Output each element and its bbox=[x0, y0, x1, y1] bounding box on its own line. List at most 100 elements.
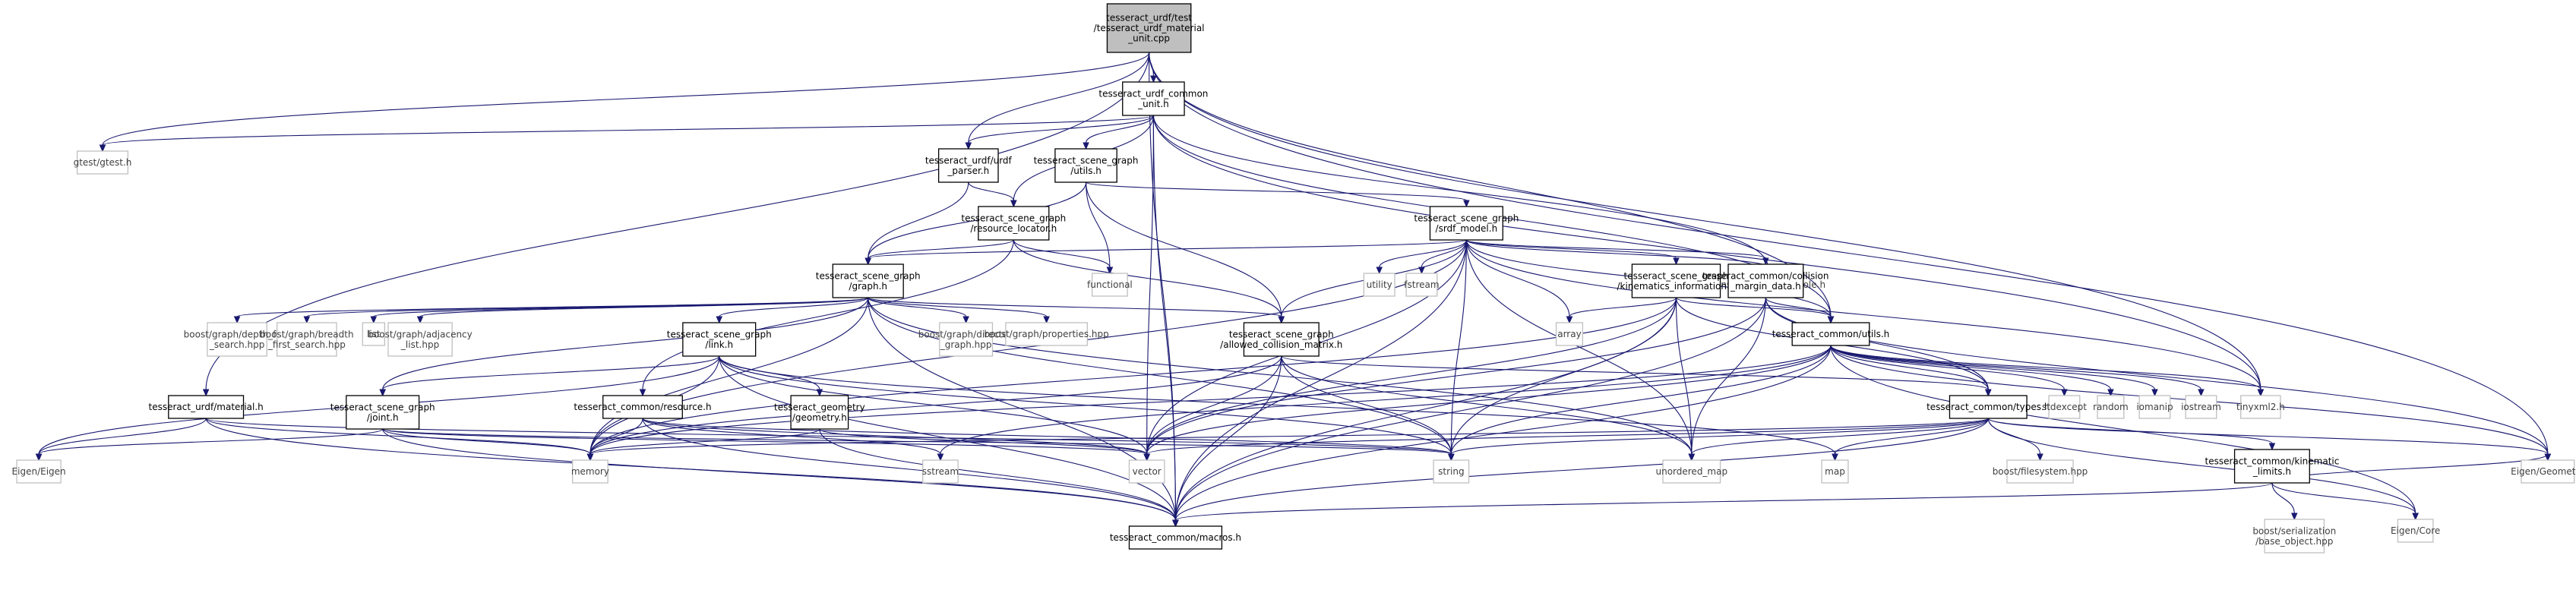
node-eigen-core[interactable]: Eigen/Core bbox=[2391, 519, 2440, 543]
node-stdexcept[interactable]: stdexcept bbox=[2042, 395, 2087, 419]
edge-line bbox=[642, 239, 1014, 390]
node-root[interactable]: tesseract_urdf/test/tesseract_urdf_mater… bbox=[1094, 3, 1205, 53]
node-geometry[interactable]: tesseract_geometry/geometry.h bbox=[774, 395, 865, 430]
node-collision-margin[interactable]: tesseract_common/collision_margin_data.h bbox=[1702, 263, 1829, 298]
node-label: /graph.h bbox=[849, 281, 887, 292]
edge-joint-to-memory bbox=[382, 428, 594, 462]
edge-arrowhead bbox=[586, 453, 594, 462]
edge-line bbox=[1569, 297, 1677, 317]
node-vector[interactable]: vector bbox=[1128, 459, 1165, 484]
node-box bbox=[1433, 459, 1470, 484]
node-joint[interactable]: tesseract_scene_graph/joint.h bbox=[330, 395, 435, 430]
node-types[interactable]: tesseract_common/types.h bbox=[1926, 395, 2050, 419]
node-label: boost/graph/directed bbox=[918, 329, 1014, 339]
node-kin-info[interactable]: tesseract_scene_graph/kinematics_informa… bbox=[1617, 263, 1736, 298]
node-urdf-parser[interactable]: tesseract_urdf/urdf_parser.h bbox=[925, 148, 1013, 183]
edge-resource-locator-to-functional bbox=[1013, 239, 1114, 275]
node-memory[interactable]: memory bbox=[571, 459, 609, 484]
node-adjacency[interactable]: boost/graph/adjacency_list.hpp bbox=[368, 322, 473, 357]
node-sg-utils[interactable]: tesseract_scene_graph/utils.h bbox=[1034, 148, 1139, 183]
edge-arrowhead bbox=[416, 316, 424, 324]
edge-line bbox=[1830, 345, 2262, 390]
edge-arrowhead bbox=[1832, 453, 1838, 462]
node-eigen-geometry[interactable]: Eigen/Geometry bbox=[2511, 459, 2576, 484]
node-functional[interactable]: functional bbox=[1087, 273, 1133, 297]
edge-collision-margin-to-eigen-geometry bbox=[1765, 297, 2552, 462]
node-serialization[interactable]: boost/serialization/base_object.hpp bbox=[2252, 519, 2336, 554]
node-label: boost/filesystem.hpp bbox=[1993, 466, 2088, 477]
node-graph[interactable]: tesseract_scene_graph/graph.h bbox=[816, 263, 921, 298]
node-macros[interactable]: tesseract_common/macros.h bbox=[1110, 525, 1241, 550]
edge-line bbox=[1086, 115, 1154, 144]
node-srdf-model[interactable]: tesseract_scene_graph/srdf_model.h bbox=[1414, 206, 1519, 241]
edge-arrowhead bbox=[1278, 316, 1285, 324]
node-kin-limits[interactable]: tesseract_common/kinematic_limits.h bbox=[2205, 449, 2340, 484]
edge-line bbox=[589, 418, 643, 455]
edge-line bbox=[1013, 239, 1111, 268]
node-box bbox=[207, 322, 267, 357]
node-fstream[interactable]: fstream bbox=[1404, 273, 1440, 297]
node-directed[interactable]: boost/graph/directed_graph.hpp bbox=[918, 322, 1014, 357]
node-gtest[interactable]: gtest/gtest.h bbox=[74, 150, 132, 175]
node-random[interactable]: random bbox=[2093, 395, 2129, 419]
node-box bbox=[362, 322, 385, 346]
edge-arrowhead bbox=[2290, 513, 2298, 521]
node-filesystem[interactable]: boost/filesystem.hpp bbox=[1993, 459, 2088, 484]
edge-line bbox=[868, 239, 1014, 259]
node-acm[interactable]: tesseract_scene_graph/allowed_collision_… bbox=[1220, 322, 1342, 357]
node-iomanip[interactable]: iomanip bbox=[2136, 395, 2173, 419]
edge-line bbox=[1174, 297, 1677, 521]
node-unordered-map[interactable]: unordered_map bbox=[1655, 459, 1727, 484]
node-eigen[interactable]: Eigen/Eigen bbox=[12, 459, 66, 484]
node-box bbox=[1054, 148, 1117, 183]
edge-arrowhead bbox=[233, 316, 241, 324]
graph-nodes: tesseract_urdf/test/tesseract_urdf_mater… bbox=[12, 3, 2576, 554]
edge-sg-utils-to-srdf-model bbox=[1086, 181, 1470, 208]
node-label: tesseract_common/kinematic bbox=[2205, 456, 2340, 466]
node-utility[interactable]: utility bbox=[1363, 273, 1395, 297]
edge-arrowhead bbox=[202, 389, 210, 397]
node-material[interactable]: tesseract_urdf/material.h bbox=[149, 395, 264, 419]
edge-common-utils-to-tinyxml2 bbox=[1830, 345, 2265, 397]
node-label: boost/graph/depth_first bbox=[184, 329, 291, 339]
edge-line bbox=[642, 418, 1452, 455]
edge-arrowhead bbox=[864, 257, 871, 266]
node-box bbox=[2097, 395, 2125, 419]
node-string[interactable]: string bbox=[1433, 459, 1470, 484]
edge-line bbox=[589, 418, 1989, 455]
node-map[interactable]: map bbox=[1821, 459, 1849, 484]
edge-line bbox=[868, 297, 967, 317]
node-properties[interactable]: boost/graph/properties.hpp bbox=[984, 322, 1109, 346]
node-label: _margin_data.h bbox=[1730, 281, 1801, 292]
node-tinyxml2[interactable]: tinyxml2.h bbox=[2236, 395, 2285, 419]
node-label: _parser.h bbox=[947, 166, 989, 176]
edge-srdf-model-to-collision-margin bbox=[1465, 239, 1769, 266]
edge-joint-to-eigen bbox=[35, 428, 384, 462]
node-list[interactable]: list bbox=[362, 322, 385, 346]
edge-line bbox=[868, 181, 969, 259]
edge-arrowhead bbox=[35, 453, 43, 462]
node-resource[interactable]: tesseract_common/resource.h bbox=[574, 395, 712, 419]
edge-kin-info-to-array bbox=[1566, 297, 1677, 324]
node-box bbox=[1405, 273, 1438, 297]
node-bfs[interactable]: boost/graph/breadth_first_search.hpp bbox=[260, 322, 354, 357]
edge-line bbox=[1174, 418, 1989, 521]
node-dfs[interactable]: boost/graph/depth_first_search.hpp bbox=[184, 322, 291, 357]
node-array[interactable]: array bbox=[1555, 322, 1584, 346]
node-box bbox=[832, 263, 904, 298]
node-link[interactable]: tesseract_scene_graph/link.h bbox=[667, 322, 772, 357]
edge-line bbox=[1450, 239, 1467, 455]
node-common-unit[interactable]: tesseract_urdf_common_unit.h bbox=[1098, 81, 1208, 116]
edge-line bbox=[1149, 52, 2262, 390]
edge-line bbox=[589, 428, 820, 455]
edge-line bbox=[819, 428, 1176, 521]
node-common-utils[interactable]: tesseract_common/utils.h bbox=[1772, 322, 1890, 346]
node-resource-locator[interactable]: tesseract_scene_graph/resource_locator.h bbox=[961, 206, 1066, 241]
edge-arrowhead bbox=[1673, 257, 1680, 266]
edge-line bbox=[1152, 115, 1176, 521]
node-sstream[interactable]: sstream bbox=[922, 459, 959, 484]
edge-line bbox=[1987, 418, 2549, 455]
edge-graph-to-directed bbox=[868, 297, 969, 324]
edge-common-utils-to-string bbox=[1448, 345, 1832, 462]
node-iostream[interactable]: iostream bbox=[2181, 395, 2221, 419]
